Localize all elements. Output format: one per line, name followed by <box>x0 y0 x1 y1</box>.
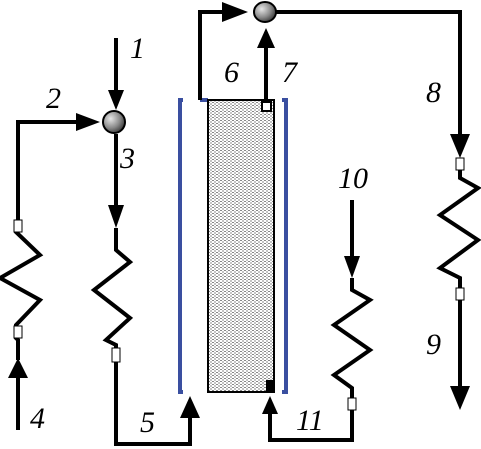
label-4: 4 <box>30 402 45 435</box>
label-1: 1 <box>130 32 145 65</box>
label-5: 5 <box>140 406 155 439</box>
stream-2-arrow <box>76 113 100 131</box>
stream-7-arrow <box>257 28 275 112</box>
label-3: 3 <box>119 142 135 175</box>
stream-3-line <box>108 134 124 228</box>
stream-4-arrow <box>8 358 28 430</box>
label-10: 10 <box>338 162 368 195</box>
mixer-1-icon <box>102 110 126 134</box>
stream-5-line <box>114 362 200 446</box>
packed-bed <box>207 99 275 393</box>
vessel-wall-right <box>282 98 288 394</box>
vessel-wall-left <box>178 98 183 394</box>
heater-left-zigzag <box>0 120 80 360</box>
mixer-2-icon <box>253 1 277 23</box>
stream-10-arrow <box>344 200 360 278</box>
stream-6-line <box>198 2 248 100</box>
heater-middle-zigzag <box>90 228 134 363</box>
label-2: 2 <box>46 82 61 115</box>
label-8: 8 <box>426 76 441 109</box>
label-11: 11 <box>296 404 324 437</box>
heater-bottom-right-zigzag <box>330 278 374 411</box>
stream-9-arrow <box>450 300 470 410</box>
label-7: 7 <box>282 56 299 89</box>
label-9: 9 <box>426 328 441 361</box>
heater-right-zigzag <box>436 157 481 301</box>
label-6: 6 <box>224 56 239 89</box>
stream-8-line <box>276 10 470 158</box>
column-vessel <box>178 98 288 394</box>
stream-1-arrow <box>108 38 124 110</box>
stream-11-line <box>262 380 354 442</box>
